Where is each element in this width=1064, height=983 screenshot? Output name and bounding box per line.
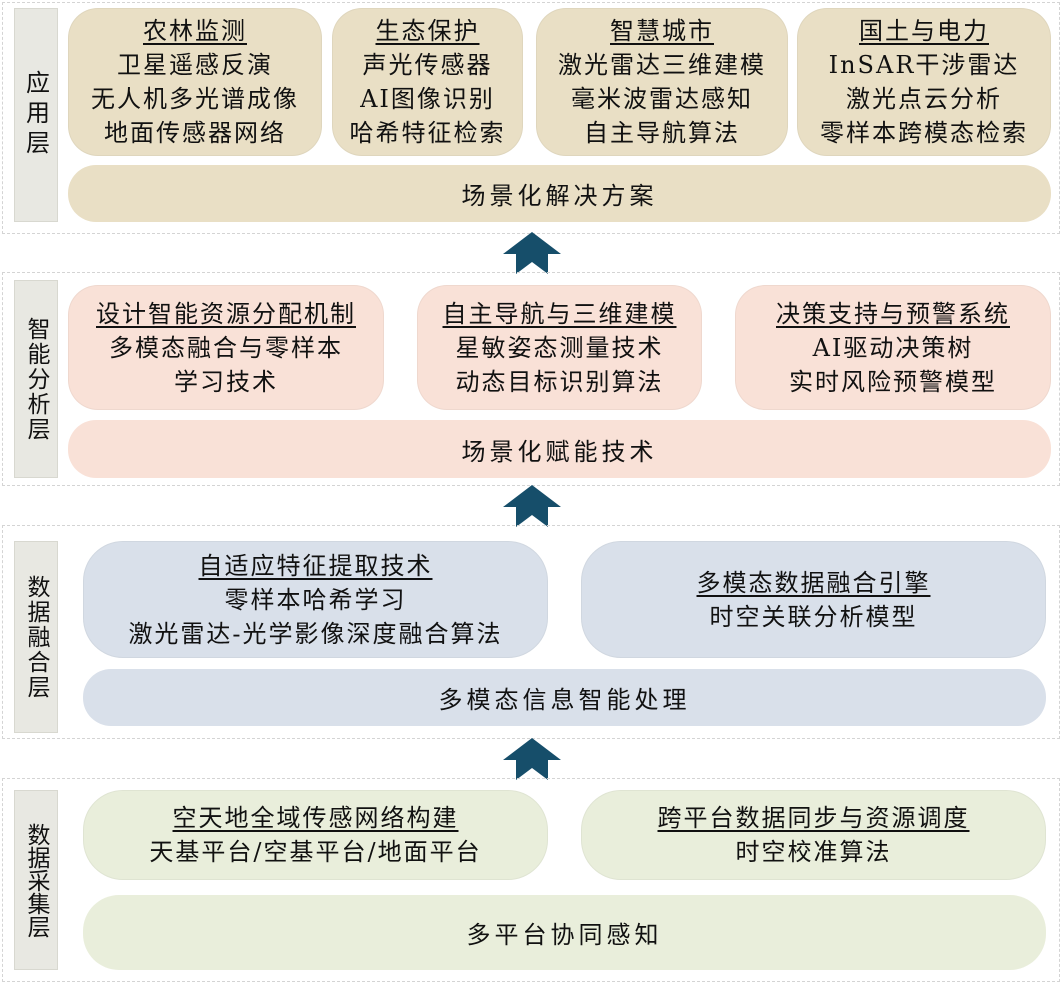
- card-line: 零样本跨模态检索: [820, 119, 1028, 147]
- card-title: 国土与电力: [859, 17, 989, 45]
- card-fusion-engine: 多模态数据融合引擎 时空关联分析模型: [581, 541, 1046, 658]
- card-line: 激光雷达三维建模: [558, 51, 766, 79]
- card-line: 卫星遥感反演: [117, 51, 273, 79]
- card-title: 自主导航与三维建模: [442, 299, 677, 328]
- card-title: 多模态数据融合引擎: [696, 568, 931, 597]
- up-arrow-icon: [503, 485, 561, 527]
- card-line: 声光传感器: [362, 51, 493, 79]
- card-line: 毫米波雷达感知: [571, 85, 753, 113]
- card-line: 学习技术: [174, 367, 278, 396]
- card-decision-support: 决策支持与预警系统 AI驱动决策树 实时风险预警模型: [735, 285, 1051, 410]
- card-line: AI图像识别: [360, 85, 495, 113]
- card-line: 多模态融合与零样本: [109, 333, 343, 362]
- card-line: 激光点云分析: [846, 85, 1002, 113]
- card-title: 智慧城市: [610, 17, 714, 45]
- card-data-sync: 跨平台数据同步与资源调度 时空校准算法: [581, 790, 1046, 880]
- card-line: 激光雷达-光学影像深度融合算法: [128, 619, 503, 648]
- card-title: 自适应特征提取技术: [198, 551, 433, 580]
- layer-label-text: 数据采集层: [23, 822, 49, 938]
- card-agriculture-forestry: 农林监测 卫星遥感反演 无人机多光谱成像 地面传感器网络: [68, 8, 322, 156]
- analysis-layer: [2, 272, 1060, 486]
- up-arrow-icon: [503, 232, 561, 274]
- layer-label-text: 智能分析层: [23, 316, 49, 442]
- card-line: 自主导航算法: [584, 119, 740, 147]
- layer-bar: 场景化赋能技术: [68, 420, 1051, 478]
- layer-bar: 场景化解决方案: [68, 165, 1051, 222]
- layer-bar: 多平台协同感知: [83, 895, 1046, 970]
- card-line: AI驱动决策树: [812, 333, 974, 362]
- layer-label: 应用层: [14, 8, 58, 222]
- card-land-power: 国土与电力 InSAR干涉雷达 激光点云分析 零样本跨模态检索: [797, 8, 1051, 156]
- card-navigation-modeling: 自主导航与三维建模 星敏姿态测量技术 动态目标识别算法: [417, 285, 702, 410]
- layer-bar: 多模态信息智能处理: [83, 669, 1046, 726]
- card-title: 设计智能资源分配机制: [96, 299, 356, 328]
- card-sensing-network: 空天地全域传感网络构建 天基平台/空基平台/地面平台: [83, 790, 548, 880]
- card-title: 空天地全域传感网络构建: [172, 804, 459, 832]
- layer-label: 数据融合层: [14, 541, 58, 733]
- layer-label: 数据采集层: [14, 790, 58, 970]
- layer-label: 智能分析层: [14, 280, 58, 478]
- collection-layer: [2, 778, 1060, 982]
- card-resource-allocation: 设计智能资源分配机制 多模态融合与零样本 学习技术: [68, 285, 384, 410]
- card-line: 零样本哈希学习: [224, 585, 407, 614]
- card-line: 时空校准算法: [735, 838, 892, 866]
- card-title: 跨平台数据同步与资源调度: [657, 804, 970, 832]
- card-line: 时空关联分析模型: [709, 602, 918, 631]
- layer-label-text: 数据融合层: [23, 574, 49, 700]
- card-ecology: 生态保护 声光传感器 AI图像识别 哈希特征检索: [332, 8, 523, 156]
- card-line: InSAR干涉雷达: [828, 51, 1020, 79]
- card-line: 哈希特征检索: [349, 119, 506, 147]
- card-title: 决策支持与预警系统: [776, 299, 1010, 328]
- layer-label-text: 应用层: [21, 70, 50, 160]
- card-line: 星敏姿态测量技术: [455, 333, 664, 362]
- card-line: 天基平台/空基平台/地面平台: [149, 838, 482, 866]
- card-line: 地面传感器网络: [104, 119, 286, 147]
- fusion-layer: [2, 525, 1060, 739]
- card-line: 无人机多光谱成像: [91, 85, 299, 113]
- card-title: 农林监测: [143, 17, 247, 45]
- card-feature-extraction: 自适应特征提取技术 零样本哈希学习 激光雷达-光学影像深度融合算法: [83, 541, 548, 658]
- card-title: 生态保护: [375, 17, 480, 45]
- card-smart-city: 智慧城市 激光雷达三维建模 毫米波雷达感知 自主导航算法: [536, 8, 788, 156]
- up-arrow-icon: [503, 738, 561, 780]
- card-line: 动态目标识别算法: [455, 367, 664, 396]
- card-line: 实时风险预警模型: [789, 367, 997, 396]
